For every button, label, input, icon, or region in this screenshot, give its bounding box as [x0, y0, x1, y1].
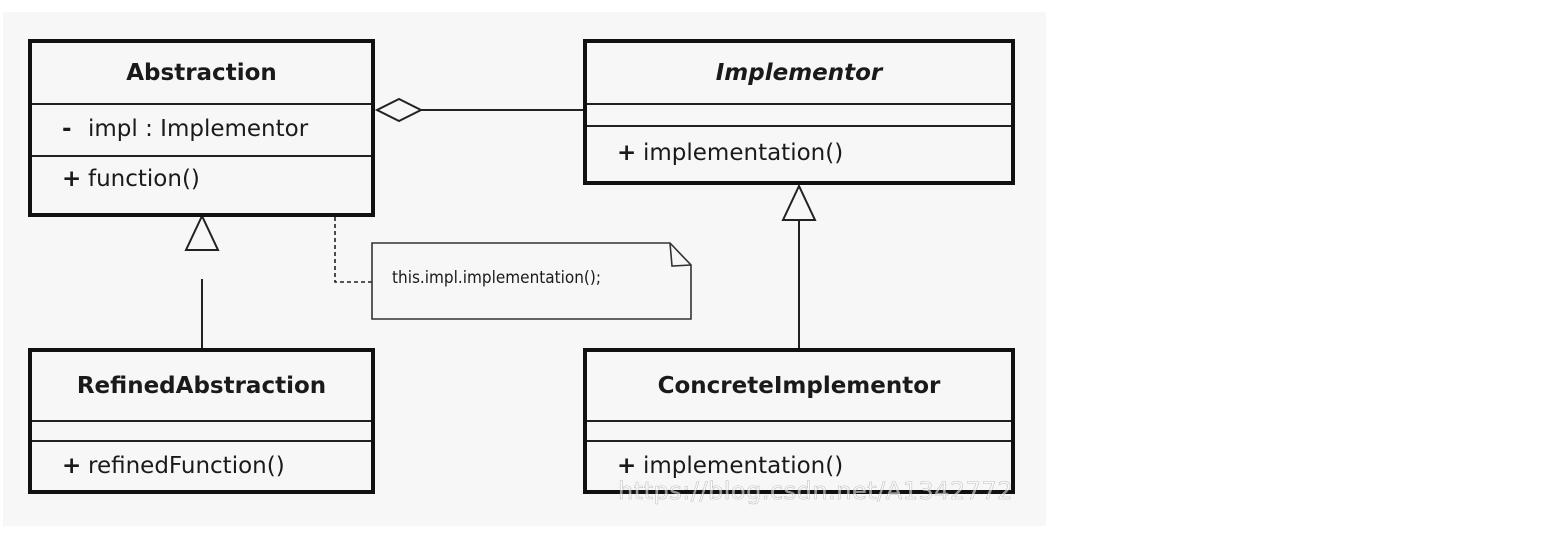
class-abstraction-attributes: -impl : Implementor [32, 105, 371, 157]
attribute-impl: -impl : Implementor [32, 115, 371, 143]
class-concrete-implementor-name: ConcreteImplementor [587, 352, 1011, 422]
visibility-public: + [617, 453, 637, 479]
aggregation-diamond [374, 97, 424, 123]
operation-refined-function: +refinedFunction() [32, 452, 371, 480]
class-refined-abstraction-name: RefinedAbstraction [32, 352, 371, 422]
class-abstraction-name: Abstraction [32, 43, 371, 105]
class-refined-abstraction-operations: +refinedFunction() [32, 442, 371, 480]
class-concrete-implementor: ConcreteImplementor +implementation() [583, 348, 1015, 494]
visibility-public: + [617, 140, 637, 166]
visibility-public: + [62, 453, 82, 479]
class-refined-abstraction-attributes [32, 422, 371, 442]
note-box [371, 242, 692, 320]
inheritance-arrow-refined [184, 213, 220, 251]
class-implementor-name: Implementor [587, 43, 1011, 105]
operation-function: +function() [32, 165, 371, 193]
operation-function-text: function() [88, 166, 200, 192]
operation-implementation: +implementation() [587, 139, 1011, 167]
watermark-text: https://blog.csdn.net/A1342772 [618, 477, 1014, 506]
visibility-private: - [62, 116, 72, 142]
class-concrete-implementor-attributes [587, 422, 1011, 442]
visibility-public: + [62, 166, 82, 192]
inheritance-arrow-concrete [781, 183, 817, 221]
note-text: this.impl.implementation(); [392, 268, 602, 288]
operation-refined-function-text: refinedFunction() [88, 453, 285, 479]
attribute-impl-text: impl : Implementor [88, 116, 309, 142]
operation-implementation-text: implementation() [643, 140, 844, 166]
class-implementor-attributes [587, 105, 1011, 127]
class-implementor-operations: +implementation() [587, 127, 1011, 167]
note-fold [669, 242, 692, 267]
class-refined-abstraction: RefinedAbstraction +refinedFunction() [28, 348, 375, 494]
class-concrete-implementor-operations: +implementation() [587, 442, 1011, 480]
class-implementor: Implementor +implementation() [583, 39, 1015, 185]
operation-concrete-implementation: +implementation() [587, 452, 1011, 480]
operation-concrete-implementation-text: implementation() [643, 453, 844, 479]
class-abstraction-operations: +function() [32, 157, 371, 193]
class-abstraction: Abstraction -impl : Implementor +functio… [28, 39, 375, 217]
note-anchor-line [334, 196, 372, 283]
